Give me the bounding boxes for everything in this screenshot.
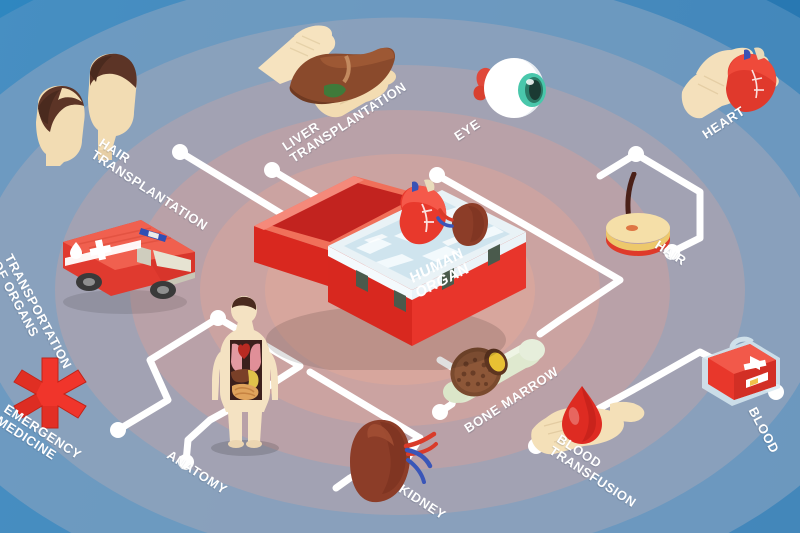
bone-marrow-icon[interactable] (428, 318, 548, 418)
anatomy-body-icon[interactable] (192, 296, 302, 458)
eyeball-icon[interactable] (466, 48, 556, 132)
first-aid-kit-icon[interactable] (692, 328, 788, 416)
hands-holding-liver-icon[interactable] (250, 16, 430, 136)
ambulance-icon[interactable] (45, 198, 205, 316)
hand-with-blood-drop-icon[interactable] (524, 382, 654, 472)
hair-follicle-icon[interactable] (594, 172, 684, 262)
kidney-icon[interactable] (344, 412, 444, 514)
star-of-life-icon[interactable] (4, 352, 94, 434)
connector-endpoints (110, 144, 784, 490)
hand-holding-heart-icon[interactable] (676, 36, 796, 146)
human-organ-cooler[interactable] (236, 150, 536, 370)
two-heads-icon[interactable] (18, 42, 158, 167)
